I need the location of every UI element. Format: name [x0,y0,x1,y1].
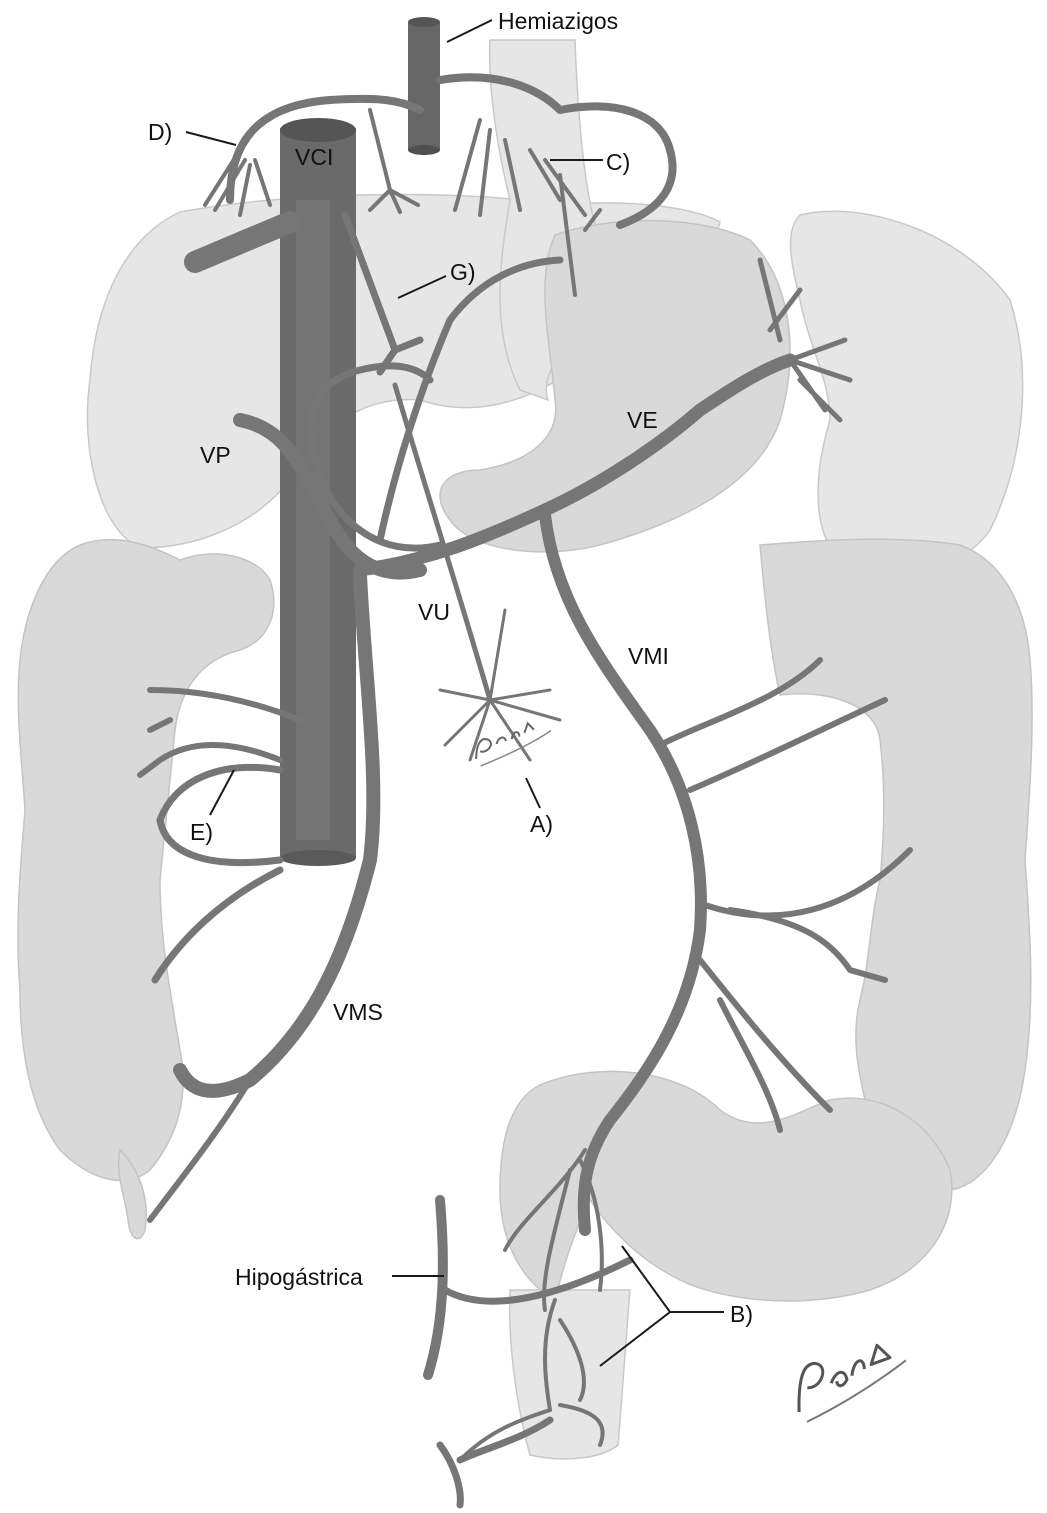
leader-hemiazigos [447,20,492,42]
label-g: G) [450,259,476,285]
leader-d [186,132,236,145]
label-vp: VP [200,442,231,468]
label-vu: VU [418,599,450,625]
leader-e [210,770,234,815]
label-c: C) [606,149,630,175]
vci-top [280,118,356,142]
hemiazygos-bottom [408,145,440,155]
label-b: B) [730,1301,753,1327]
label-ve: VE [627,407,658,433]
vein-hypogastric [428,1200,443,1375]
hemiazygos-trunk [408,22,440,150]
label-e: E) [190,819,213,845]
vci-bottom [280,850,356,866]
hemiazygos-top [408,17,440,27]
vein-e-arc [160,767,280,862]
leader-a [526,778,540,808]
label-vci: VCI [295,144,333,170]
spleen-shape [791,211,1023,573]
label-vmi: VMI [628,643,669,669]
label-hemiazigos: Hemiazigos [498,8,618,34]
label-d: D) [148,119,172,145]
label-a: A) [530,811,553,837]
vein-vms-right-colic [155,870,280,980]
label-hipogastrica: Hipogástrica [235,1264,363,1290]
organs [18,40,1032,1459]
label-vms: VMS [333,999,383,1025]
signature-logo [785,1333,914,1423]
